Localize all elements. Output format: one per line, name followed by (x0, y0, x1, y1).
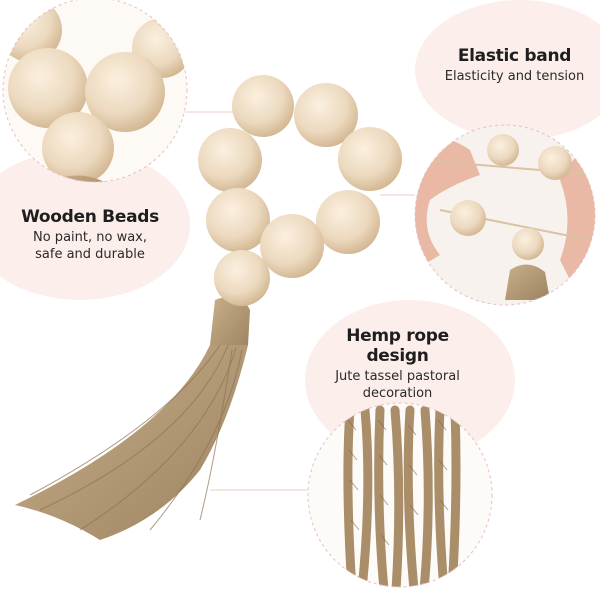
callout-wooden-beads: Wooden Beads No paint, no wax, safe and … (15, 207, 165, 263)
callout-hemp-rope: Hemp rope design Jute tassel pastoral de… (320, 326, 475, 402)
callout-desc-line: decoration (362, 386, 433, 401)
callout-desc-line: Jute tassel pastoral (335, 369, 460, 384)
zoom-circle-wooden-beads (2, 0, 188, 183)
callout-title: Wooden Beads (21, 207, 159, 227)
zoom-circle-hemp-rope (307, 402, 493, 588)
callout-desc-line: Elasticity and tension (444, 69, 585, 84)
callout-title: Elastic band (457, 46, 572, 66)
callout-blob-elastic-band (415, 0, 600, 140)
callout-elastic-band: Elastic band Elasticity and tension (432, 46, 597, 85)
bead-ring-product (15, 75, 402, 540)
callout-desc-line: safe and durable (35, 247, 145, 262)
callout-desc-line: No paint, no wax, (33, 230, 147, 245)
zoom-circle-elastic-band (414, 124, 596, 306)
callout-title: design (366, 346, 429, 366)
callout-title: Hemp rope (346, 326, 449, 346)
jute-tassel (15, 296, 250, 540)
